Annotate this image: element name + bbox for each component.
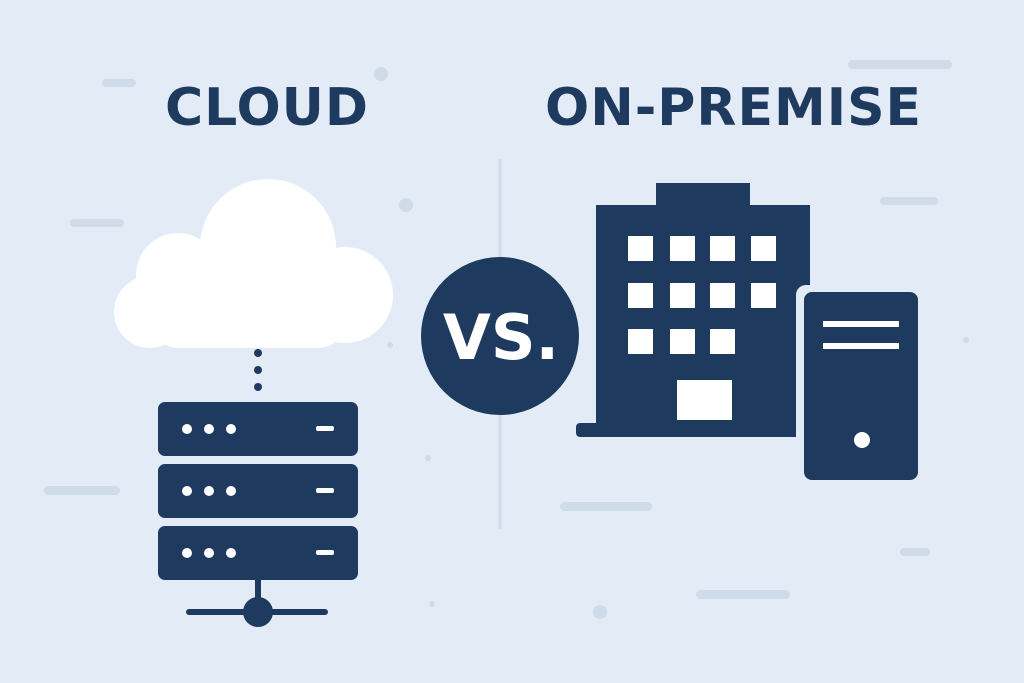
vs-badge xyxy=(421,257,579,415)
vs-label: VS. xyxy=(443,301,559,374)
building-door xyxy=(677,380,732,420)
background-decor xyxy=(44,60,969,619)
desktop-tower-icon xyxy=(796,285,926,487)
network-icon xyxy=(186,580,328,627)
server-unit xyxy=(158,526,358,580)
cloud-icon xyxy=(114,179,393,348)
cloud-title: CLOUD xyxy=(165,78,370,138)
on-premise-title: ON-PREMISE xyxy=(545,78,923,138)
connector-dots xyxy=(254,349,262,391)
office-building-icon xyxy=(576,183,826,437)
building-windows xyxy=(628,236,776,354)
server-rack-icon xyxy=(158,402,358,580)
server-unit xyxy=(158,402,358,456)
server-unit xyxy=(158,464,358,518)
